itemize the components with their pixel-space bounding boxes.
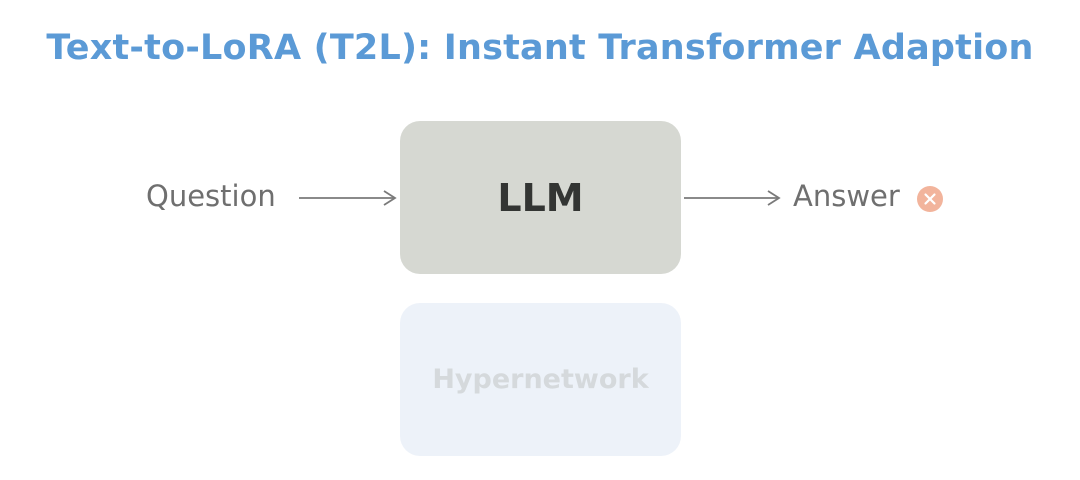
hypernetwork-label: Hypernetwork	[432, 364, 649, 395]
answer-label: Answer	[793, 179, 900, 213]
llm-to-answer-arrow	[684, 190, 781, 206]
diagram-title: Text-to-LoRA (T2L): Instant Transformer …	[46, 28, 1034, 68]
llm-label: LLM	[497, 175, 584, 220]
llm-box: LLM	[400, 121, 681, 274]
wrong-x-icon	[917, 186, 943, 212]
question-to-llm-arrow	[299, 190, 397, 206]
question-label: Question	[146, 179, 276, 213]
hypernetwork-box: Hypernetwork	[400, 303, 681, 456]
